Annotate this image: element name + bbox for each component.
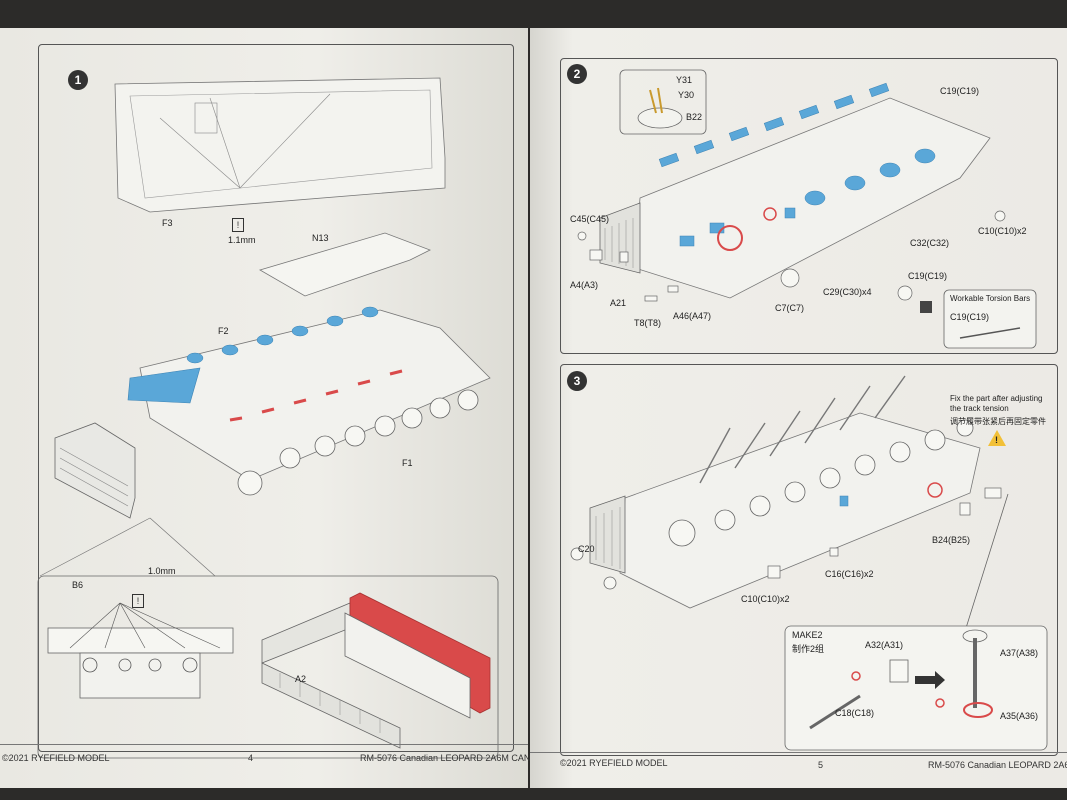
footer-page-number: 4 (248, 753, 254, 763)
footer-copyright: ©2021 RYEFIELD MODEL (560, 758, 668, 768)
label-t8: T8(T8) (634, 318, 661, 328)
label-c7: C7(C7) (775, 303, 805, 313)
label-c19-box: C19(C19) (950, 312, 990, 322)
warning-icon (988, 430, 1006, 446)
instruction-page-right: 2 3 (530, 28, 1067, 788)
label-a21: A21 (610, 298, 627, 308)
label-c10-step3: C10(C10)x2 (741, 594, 790, 604)
instruction-page-left: 1 (0, 28, 531, 788)
label-a4: A4(A3) (570, 280, 599, 290)
note-track-tension-cn: 调节履带张紧后再固定零件 (950, 417, 1046, 426)
step-1-illustration (37, 77, 499, 759)
label-c19-top: C19(C19) (940, 86, 980, 96)
label-b22: B22 (686, 112, 703, 122)
footer-product: RM-5076 Canadian LEOPARD 2A6M C (928, 760, 1067, 770)
label-drill-1-0mm: 1.0mm (148, 566, 176, 576)
label-n13: N13 (312, 233, 329, 243)
step-3-panel (560, 364, 1058, 756)
footer-rule (530, 752, 1067, 753)
step-1-number: 1 (68, 70, 88, 90)
label-b24: B24(B25) (932, 535, 971, 545)
footer-copyright: ©2021 RYEFIELD MODEL (2, 753, 110, 763)
label-c10-step2: C10(C10)x2 (978, 226, 1027, 236)
label-make2-cn: 制作2组 (792, 644, 825, 654)
step-3-number: 3 (567, 371, 587, 391)
label-b6: B6 (72, 580, 84, 590)
step-2-3-illustration (570, 69, 1048, 751)
label-c20: C20 (578, 544, 595, 554)
label-a46: A46(A47) (673, 311, 712, 321)
label-y30: Y30 (678, 90, 695, 100)
label-f2: F2 (218, 326, 229, 336)
label-c45: C45(C45) (570, 214, 610, 224)
label-c29: C29(C30)x4 (823, 287, 872, 297)
label-f3: F3 (162, 218, 173, 228)
label-c19-mid: C19(C19) (908, 271, 948, 281)
label-a37: A37(A38) (1000, 648, 1039, 658)
step-1-panel (38, 44, 514, 752)
label-y31: Y31 (676, 75, 693, 85)
label-make2: MAKE2 (792, 630, 823, 640)
drill-icon: ! (232, 218, 244, 232)
step-2-panel (560, 58, 1058, 354)
footer-page-number: 5 (818, 760, 824, 770)
drill-icon: ! (132, 594, 144, 608)
label-a32: A32(A31) (865, 640, 904, 650)
label-f1: F1 (402, 458, 413, 468)
label-drill-1-1mm: 1.1mm (228, 235, 256, 245)
label-a35: A35(A36) (1000, 711, 1039, 721)
warning-exclamation: ! (995, 435, 998, 445)
label-a2: A2 (295, 674, 307, 684)
label-c16: C16(C16)x2 (825, 569, 874, 579)
note-track-tension: Fix the part after adjusting the track t… (950, 394, 1043, 413)
footer-rule (0, 744, 528, 745)
workable-torsion-title: Workable Torsion Bars (950, 294, 1031, 303)
footer-product: RM-5076 Canadian LEOPARD 2A6M CAN (360, 753, 531, 763)
label-c32: C32(C32) (910, 238, 950, 248)
label-c18: C18(C18) (835, 708, 875, 718)
step-2-number: 2 (567, 64, 587, 84)
